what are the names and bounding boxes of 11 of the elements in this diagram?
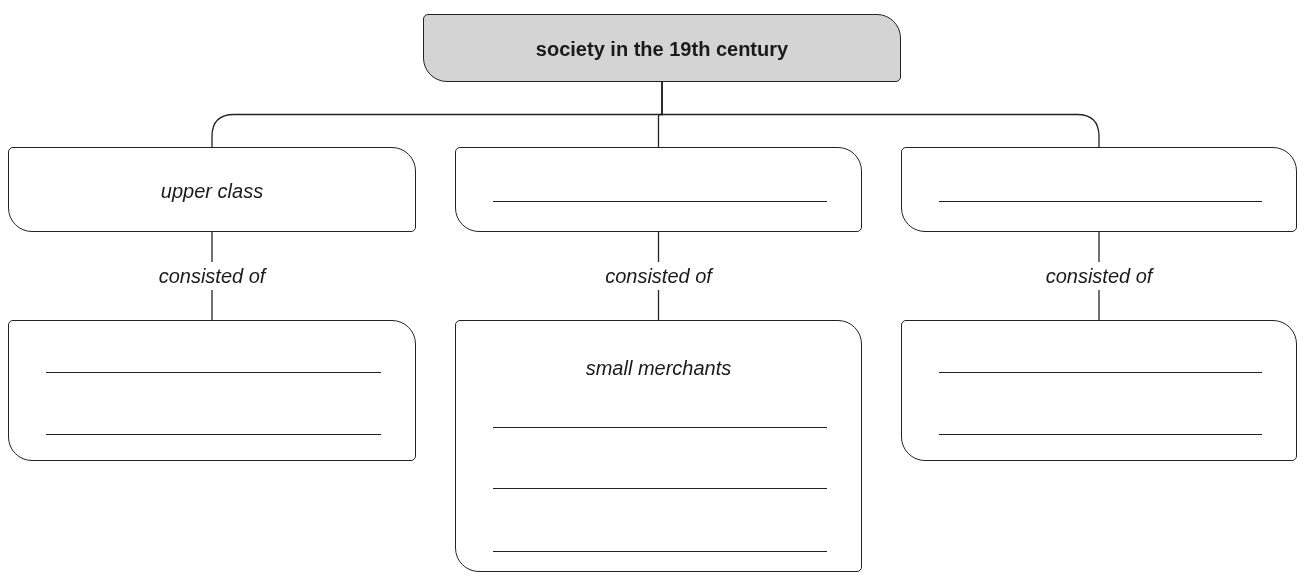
node-text: small merchants	[585, 356, 732, 380]
empty-box	[8, 320, 416, 461]
rounded-box	[423, 14, 901, 82]
node-text: society in the 19th century	[535, 37, 789, 61]
empty-box	[901, 320, 1297, 461]
connector-line	[661, 81, 1100, 148]
empty-box	[455, 147, 862, 232]
node-text: upper class	[160, 179, 264, 203]
rounded-box	[8, 147, 416, 232]
rounded-box	[455, 320, 862, 572]
empty-box	[901, 147, 1297, 232]
